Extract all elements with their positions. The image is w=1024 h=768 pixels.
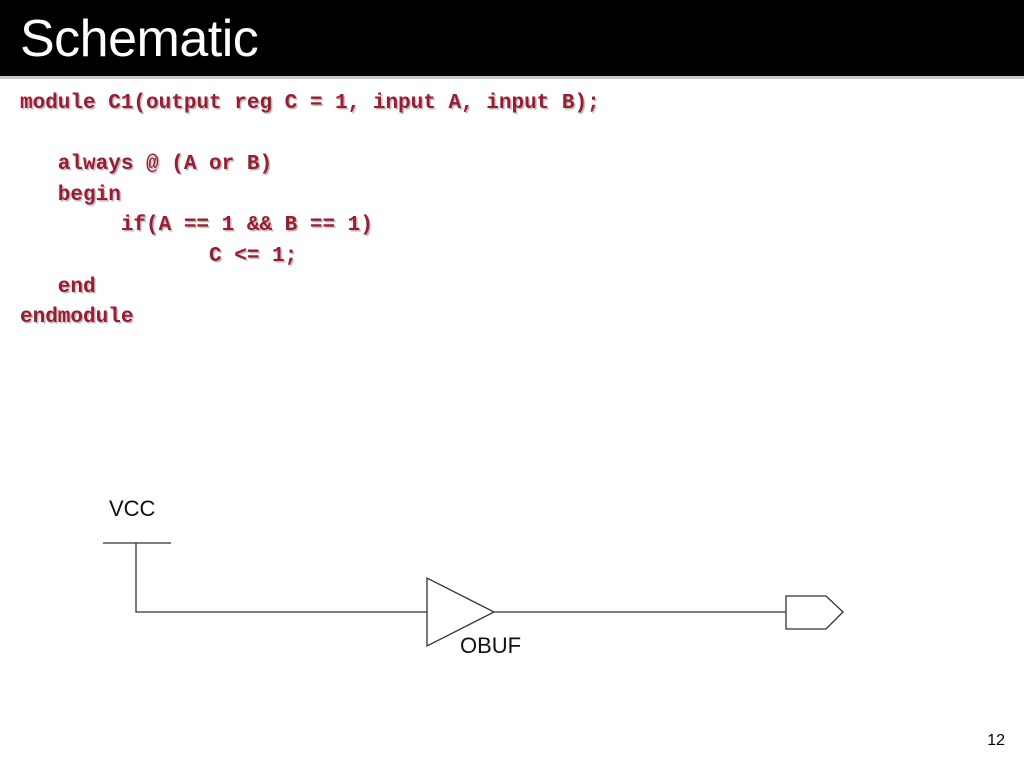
code-line: endmodule xyxy=(20,306,134,330)
title-bar: Schematic xyxy=(0,0,1024,76)
slide-title: Schematic xyxy=(20,10,259,68)
code-line: always @ (A or B) xyxy=(20,153,273,177)
code-line: if(A == 1 && B == 1) xyxy=(20,214,373,238)
code-line: end xyxy=(20,275,96,299)
title-divider xyxy=(0,76,1024,79)
page-number: 12 xyxy=(987,732,1005,749)
vcc-label: VCC xyxy=(109,496,156,521)
code-line: C <= 1; xyxy=(20,244,298,268)
output-port-symbol xyxy=(785,595,844,630)
verilog-code-block: module C1(output reg C = 1, input A, inp… xyxy=(20,89,600,334)
obuf-buffer-symbol xyxy=(426,576,496,648)
vcc-to-buffer-wire xyxy=(135,543,427,613)
code-line: module C1(output reg C = 1, input A, inp… xyxy=(20,92,600,115)
code-line: begin xyxy=(20,183,121,207)
obuf-label: OBUF xyxy=(460,633,521,658)
